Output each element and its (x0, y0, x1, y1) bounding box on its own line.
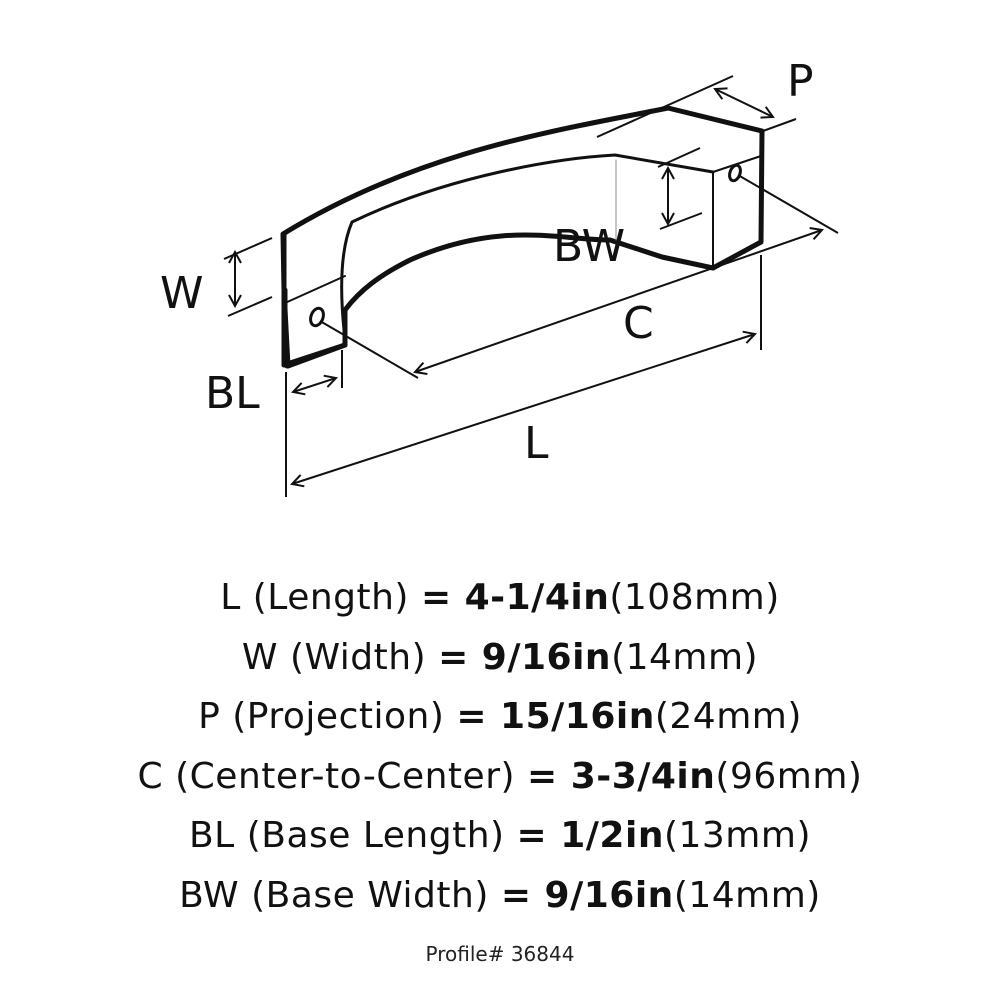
spec-value: = 1/2in (516, 815, 664, 856)
spec-metric: (96mm) (715, 755, 863, 797)
label-w: W (160, 268, 204, 319)
spec-value: = 9/16in (500, 874, 674, 916)
spec-name: (Base Width) (251, 874, 489, 916)
spec-value: = 3-3/4in (527, 755, 716, 797)
spec-metric: (13mm) (663, 815, 811, 856)
profile-number: Profile# 36844 (425, 942, 575, 966)
spec-name: (Width) (289, 636, 427, 678)
spec-label: BL (188, 815, 235, 856)
label-bw: BW (553, 221, 625, 272)
spec-base-width: BW (Base Width) = 9/16in(14mm) (0, 866, 1000, 926)
dimension-lines (223, 75, 839, 497)
spec-label: L (220, 577, 241, 618)
label-bl: BL (205, 368, 260, 419)
spec-metric: (14mm) (611, 636, 759, 678)
handle-dimension-diagram: P BW W C BL L (160, 56, 839, 497)
spec-metric: (108mm) (609, 577, 780, 618)
spec-label: W (241, 636, 278, 678)
spec-label: C (137, 755, 164, 797)
spec-metric: (24mm) (654, 696, 802, 737)
spec-center-to-center: C (Center-to-Center) = 3-3/4in(96mm) (0, 747, 1000, 807)
spec-projection: P (Projection) = 15/16in(24mm) (0, 687, 1000, 747)
spec-label: BW (179, 874, 240, 916)
spec-value: = 9/16in (438, 636, 612, 678)
spec-name: (Center-to-Center) (175, 755, 516, 797)
spec-width: W (Width) = 9/16in(14mm) (0, 628, 1000, 688)
spec-length: L (Length) = 4-1/4in(108mm) (0, 568, 1000, 628)
spec-label: P (198, 696, 221, 737)
specifications-list: L (Length) = 4-1/4in(108mm) W (Width) = … (0, 568, 1000, 925)
spec-value: = 4-1/4in (420, 577, 610, 618)
label-p: P (787, 56, 814, 107)
spec-name: (Projection) (232, 696, 445, 737)
spec-base-length: BL (Base Length) = 1/2in(13mm) (0, 806, 1000, 866)
spec-name: (Length) (252, 577, 409, 618)
label-l: L (524, 418, 549, 469)
handle-drawing (280, 105, 765, 369)
spec-name: (Base Length) (246, 815, 505, 856)
spec-metric: (14mm) (673, 874, 821, 916)
spec-value: = 15/16in (456, 696, 655, 737)
label-c: C (623, 298, 654, 349)
